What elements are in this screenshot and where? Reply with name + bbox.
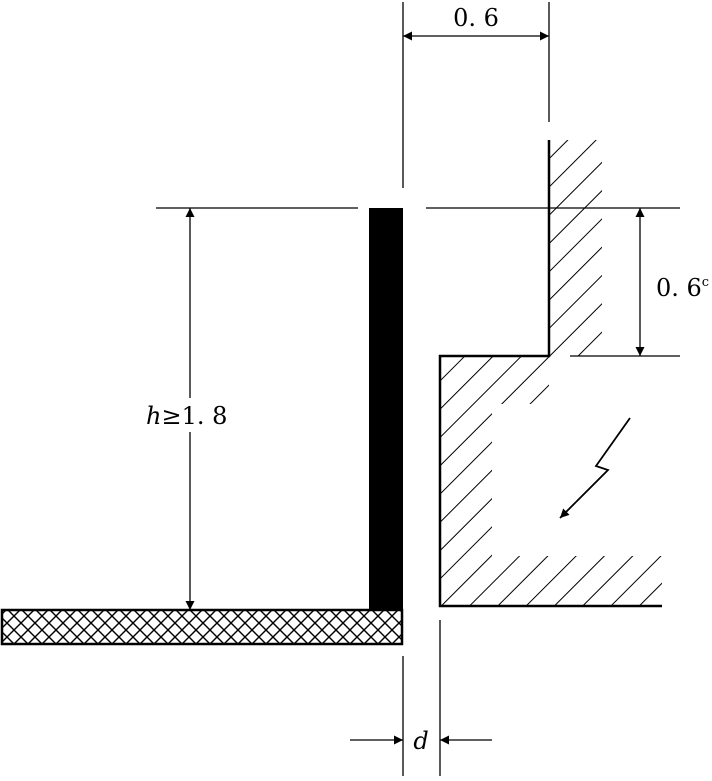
dimension-height-rel: ≥1. 8 [161,402,227,430]
svg-text:h≥1. 8: h≥1. 8 [146,402,227,430]
dimension-right-height: 0. 6c [635,208,709,356]
dimension-gap: d [350,727,492,755]
dimension-height-var: h [146,402,161,430]
barrier-wall [369,208,403,610]
floor-slab [0,608,404,646]
dimension-right-height-sup: c [702,275,709,290]
equipment-body [438,140,662,608]
dimension-barrier-height: h≥1. 8 [140,208,246,610]
lightning-bolt-arrow-icon [559,417,631,519]
extension-lines [156,2,680,776]
svg-text:0. 6c: 0. 6c [656,274,709,302]
dimension-gap-label: d [413,727,428,755]
dimension-top-width-label: 0. 6 [453,4,499,32]
dimension-right-height-label: 0. 6 [656,274,702,302]
dimension-top-width: 0. 6 [403,4,549,41]
